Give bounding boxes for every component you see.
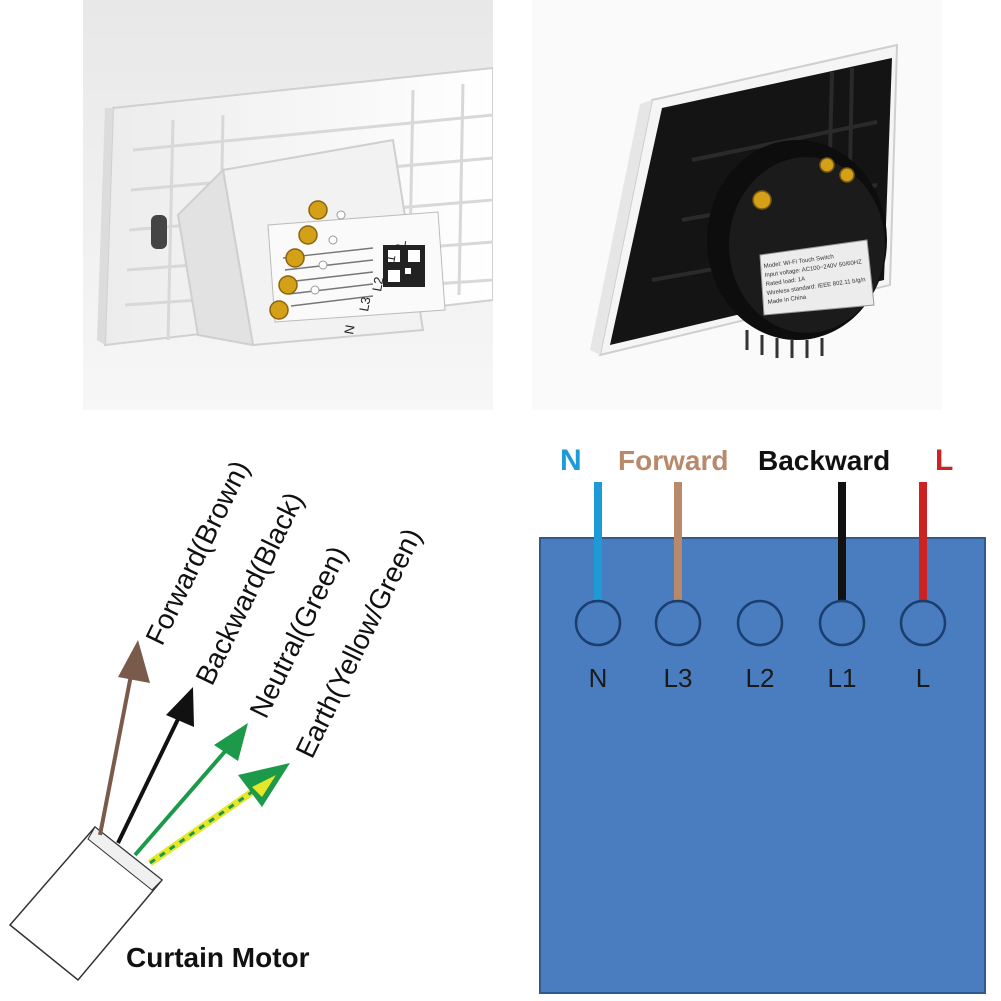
switch-back-white-illustration: N L3 L2 L1 L xyxy=(83,0,493,410)
motor-box xyxy=(8,825,164,982)
top-label-backward: Backward xyxy=(758,445,890,476)
top-label-n: N xyxy=(560,444,582,477)
wire-backward xyxy=(116,687,194,844)
photo-switch-back-black: Model: Wi-Fi Touch Switch Input voltage:… xyxy=(532,0,942,410)
switch-terminal-svg: N Forward Backward L N L3 L2 L1 L xyxy=(539,444,986,994)
terminal-label-group: N L3 L2 L1 L xyxy=(341,239,409,336)
switch-back-black-illustration: Model: Wi-Fi Touch Switch Input voltage:… xyxy=(532,0,942,410)
terminal-label-n: N xyxy=(589,663,608,693)
terminal-label: L3 xyxy=(356,296,373,313)
top-label-l: L xyxy=(935,444,953,477)
terminal-n xyxy=(574,599,622,647)
terminal-l3 xyxy=(654,599,702,647)
wire-earth xyxy=(147,763,290,866)
terminal-l2 xyxy=(736,599,784,647)
terminal-label: L1 xyxy=(381,254,398,271)
terminal-l1 xyxy=(818,599,866,647)
motor-wiring-diagram: Forward(Brown) Backward(Black) Neutral(G… xyxy=(0,415,520,1001)
switch-terminal-diagram: N Forward Backward L N L3 L2 L1 L xyxy=(530,415,1001,1001)
sticker-line: Rated load: 1A xyxy=(765,277,805,288)
terminal-label: N xyxy=(341,324,357,336)
terminal-label-l: L xyxy=(916,663,930,693)
terminal-label-l3: L3 xyxy=(664,663,693,693)
terminal-label-l1: L1 xyxy=(828,663,857,693)
motor-caption: Curtain Motor xyxy=(126,942,310,973)
terminal-label: L xyxy=(393,239,409,249)
sticker-line: Made in China xyxy=(767,295,807,306)
terminal-l xyxy=(899,599,947,647)
photo-switch-back-white: N L3 L2 L1 L xyxy=(83,0,493,410)
terminal-label: L2 xyxy=(369,276,386,293)
terminal-label-l2: L2 xyxy=(746,663,775,693)
wire-neutral xyxy=(133,723,248,857)
motor-wiring-svg: Forward(Brown) Backward(Black) Neutral(G… xyxy=(8,456,427,982)
top-label-forward: Forward xyxy=(618,445,728,476)
wire-forward xyxy=(98,640,150,836)
